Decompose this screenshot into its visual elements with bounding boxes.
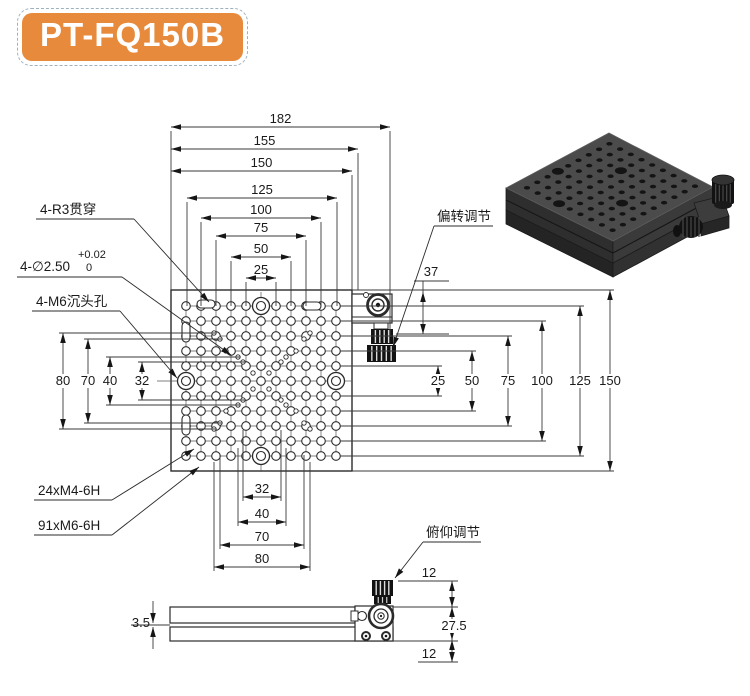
front-view-plate <box>157 289 396 472</box>
dimension-value: 100 <box>531 373 553 388</box>
callout-phi: 4-∅2.50 <box>20 259 70 274</box>
dimension-lines: 182 155 150 125 100 75 50 25 32 40 70 80 80 70 40 32 25 5… <box>52 111 625 571</box>
product-model-label: PT-FQ150B <box>22 13 244 62</box>
dimension-value: 100 <box>250 202 272 217</box>
dimension-value: 150 <box>251 155 273 170</box>
callout-phi-tol-lower: 0 <box>86 262 92 274</box>
dimension-value: 75 <box>501 373 515 388</box>
callout-pitch: 俯仰调节 <box>426 525 480 540</box>
dimension-value: 25 <box>431 373 445 388</box>
dimension-value: 125 <box>569 373 591 388</box>
dimension-value: 70 <box>255 529 269 544</box>
dimension-value: 150 <box>599 373 621 388</box>
callout-yaw: 偏转调节 <box>437 209 491 224</box>
dimension-value: 12 <box>422 646 436 661</box>
dimension-value: 3.5 <box>132 615 150 630</box>
dimension-value: 80 <box>255 551 269 566</box>
dimension-value: 25 <box>254 262 268 277</box>
dimension-value: 182 <box>270 111 292 126</box>
dimension-value: 80 <box>56 373 70 388</box>
dimension-value: 155 <box>254 133 276 148</box>
callout-r3: 4-R3贯穿 <box>40 202 96 217</box>
dimension-value: 40 <box>255 506 269 521</box>
dimension-value: 75 <box>254 220 268 235</box>
dimension-value: 125 <box>251 182 273 197</box>
callout-labels: 4-R3贯穿 4-∅2.50 +0.020 4-M6沉头孔 24xM4-6H 91xM6-… <box>17 202 493 579</box>
side-view: 3.5 12 27.5 12 <box>131 565 472 663</box>
dimension-value: 50 <box>254 241 268 256</box>
dimension-value: 32 <box>255 481 269 496</box>
isometric-3d-view <box>505 132 735 278</box>
dimension-value: 32 <box>135 373 149 388</box>
dimension-value: 12 <box>422 565 436 580</box>
callout-m4: 24xM4-6H <box>38 483 100 498</box>
dimension-value: 40 <box>103 373 117 388</box>
product-model-badge: PT-FQ150B <box>17 8 249 67</box>
callout-phi-tol-upper: +0.02 <box>78 249 106 261</box>
dimension-value: 50 <box>465 373 479 388</box>
dimension-value: 37 <box>424 264 438 279</box>
callout-m6: 91xM6-6H <box>38 518 100 533</box>
dimension-value: 27.5 <box>441 618 466 633</box>
dimension-value: 70 <box>81 373 95 388</box>
callout-m6cb: 4-M6沉头孔 <box>36 294 108 309</box>
